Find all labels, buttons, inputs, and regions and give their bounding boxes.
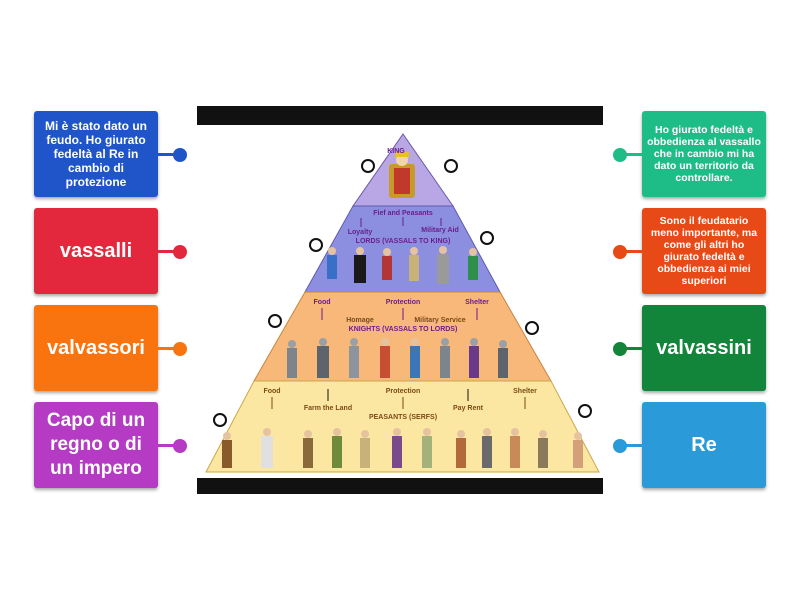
connector-line <box>158 347 180 350</box>
label-card-text: valvassori <box>47 337 145 359</box>
connector-dot-icon[interactable] <box>173 439 187 453</box>
drop-target-icon[interactable] <box>578 404 592 418</box>
connector-dot-icon[interactable] <box>613 439 627 453</box>
label-card-text: Re <box>691 434 717 456</box>
label-pay-rent: Pay Rent <box>453 405 484 412</box>
pyramid-image: KING Fief and Peasants Loyalty Military … <box>197 106 603 494</box>
drop-target-icon[interactable] <box>213 413 227 427</box>
connector-line <box>620 347 642 350</box>
connector-dot-icon[interactable] <box>173 342 187 356</box>
drop-target-icon[interactable] <box>525 321 539 335</box>
label-farm-the-land: Farm the Land <box>304 405 352 412</box>
connector-dot-icon[interactable] <box>173 148 187 162</box>
label-fief: Fief and Peasants <box>373 210 433 217</box>
connector-line <box>620 250 642 253</box>
connector-dot-icon[interactable] <box>613 148 627 162</box>
drop-target-icon[interactable] <box>480 231 494 245</box>
connector-line <box>620 153 642 156</box>
label-military-aid: Military Aid <box>421 227 458 234</box>
label-food-peasants: Food <box>263 388 280 395</box>
label-card-right-1[interactable]: Ho giurato fedeltà e obbedienza al vassa… <box>642 111 766 197</box>
label-homage: Homage <box>346 317 374 324</box>
label-card-right-2[interactable]: Sono il feudatario meno importante, ma c… <box>642 208 766 294</box>
king-figure-icon <box>389 152 415 198</box>
drop-target-icon[interactable] <box>268 314 282 328</box>
label-shelter-knights: Shelter <box>465 299 489 306</box>
drop-target-icon[interactable] <box>309 238 323 252</box>
label-card-right-4[interactable]: Re <box>642 402 766 488</box>
label-shelter-peasants: Shelter <box>513 388 537 395</box>
connector-line <box>158 250 180 253</box>
label-protection-peasants: Protection <box>386 388 421 395</box>
label-card-right-3[interactable]: valvassini <box>642 305 766 391</box>
label-card-text: Sono il feudatario meno importante, ma c… <box>650 215 758 287</box>
label-card-left-4[interactable]: Capo di un regno o di un impero <box>34 402 158 488</box>
connector-dot-icon[interactable] <box>173 245 187 259</box>
label-peasants: PEASANTS (SERFS) <box>369 414 437 421</box>
lords-figures <box>327 246 478 284</box>
connector-line <box>620 444 642 447</box>
label-card-left-3[interactable]: valvassori <box>34 305 158 391</box>
label-card-text: Ho giurato fedeltà e obbedienza al vassa… <box>647 124 761 184</box>
feudal-pyramid: KING Fief and Peasants Loyalty Military … <box>205 133 600 473</box>
label-military-service: Military Service <box>414 317 465 324</box>
peasants-figures <box>222 428 583 468</box>
label-lords: LORDS (VASSALS TO KING) <box>356 238 451 245</box>
label-card-text: vassalli <box>59 240 133 262</box>
label-loyalty: Loyalty <box>348 229 373 236</box>
label-food-knights: Food <box>313 299 330 306</box>
connector-line <box>158 444 180 447</box>
label-protection-knights: Protection <box>386 299 421 306</box>
label-card-text: Mi è stato dato un feudo. Ho giurato fed… <box>45 119 147 189</box>
label-card-text: Capo di un regno o di un impero <box>46 410 146 479</box>
image-top-bar <box>197 106 603 125</box>
drop-target-icon[interactable] <box>444 159 458 173</box>
connector-line <box>158 153 180 156</box>
label-card-left-2[interactable]: vassalli <box>34 208 158 294</box>
label-card-left-1[interactable]: Mi è stato dato un feudo. Ho giurato fed… <box>34 111 158 197</box>
label-card-text: valvassini <box>656 337 752 359</box>
connector-dot-icon[interactable] <box>613 342 627 356</box>
image-bottom-bar <box>197 478 603 494</box>
knights-figures <box>287 338 508 378</box>
label-knights: KNIGHTS (VASSALS TO LORDS) <box>349 326 458 333</box>
drop-target-icon[interactable] <box>361 159 375 173</box>
connector-dot-icon[interactable] <box>613 245 627 259</box>
label-king: KING <box>387 148 405 155</box>
